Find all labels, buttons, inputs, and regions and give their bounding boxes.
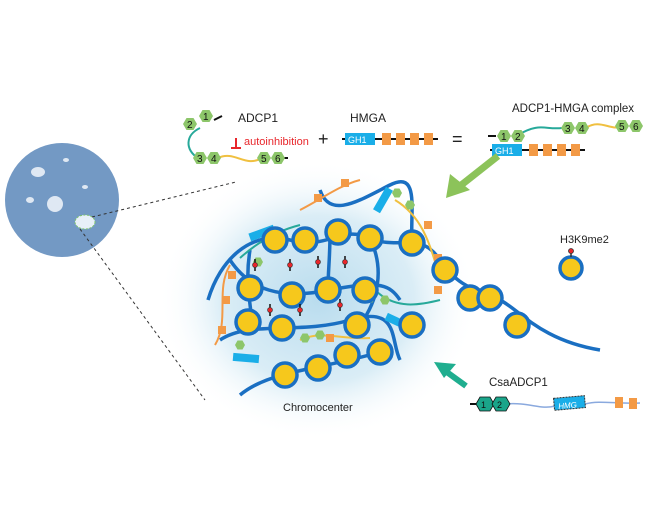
adcp-domain [257,152,271,164]
csa-domain-2: 2 [497,400,502,410]
gh1-box [232,352,260,364]
adcp-domain-hex [315,330,325,340]
domain-number: 5 [619,122,625,133]
h3k9me2-label: H3K9me2 [560,234,609,246]
gh1-box [373,186,393,214]
hmga-box [341,179,349,187]
adcp-domain-hex [235,340,245,350]
hmga-box [218,326,226,334]
adcp-domain-hex [392,188,402,198]
domain-number: 1 [203,112,209,123]
plus-sign: + [318,129,329,149]
h3k9me2-mark [297,307,303,313]
hmga-box [326,334,334,342]
nucleosome [431,256,459,284]
equals-sign: = [452,129,463,149]
adcp-domain [271,152,285,164]
csaadcp1-protein [470,395,641,412]
chromocenter-glow [158,160,478,440]
complex-gh1-label: GH1 [495,146,514,156]
nucleosome [324,218,352,246]
csaadcp1-label: CsaADCP1 [489,377,548,389]
nucleosome [503,311,531,339]
nucleosome [398,311,426,339]
adcp-domain [561,122,575,134]
hmga-box [222,296,230,304]
h3k9me2-mark [252,262,258,268]
nucleosome [356,224,384,252]
domain-number: 4 [211,154,217,165]
adcp-domain [497,130,511,142]
domain-number: 3 [197,154,203,165]
hmga-protein [342,133,438,145]
nucleosome [261,226,289,254]
chromocenter-label: Chromocenter [283,402,353,414]
h3k9me2-mark [287,262,293,268]
domain-number: 4 [579,124,585,135]
adcp-domain-hex [380,295,390,305]
adcp-domain [207,152,221,164]
nucleus [5,143,119,257]
nucleosome [236,274,264,302]
domain-number: 6 [275,154,281,165]
adcp-domain [183,118,197,130]
zoom-line-top [91,181,237,218]
chromocenter-highlight [74,214,96,230]
domain-number: 2 [515,132,521,143]
adcp1-label: ADCP1 [238,111,278,125]
adcp-domain-hex [405,200,415,210]
nucleosome [268,314,296,342]
adcp-domain [575,122,589,134]
adcp-domain [511,130,525,142]
nucleosome [234,308,262,336]
nucleosome [314,276,342,304]
nucleosome [304,354,332,382]
adcp-domain [629,120,643,132]
nucleosome [271,361,299,389]
nucleosome [291,226,319,254]
domain-number: 3 [565,124,571,135]
hmga-box [434,254,442,262]
hmga-label: HMGA [350,111,386,125]
h3k9me2-mark [342,259,348,265]
nucleosome [476,284,504,312]
h3k9me2-mark [267,307,273,313]
gh1-label: GH1 [348,135,367,145]
domain-number: 2 [187,120,193,131]
domain-number: 1 [501,132,507,143]
autoinhibition-label: autoinhibition [244,136,309,148]
adcp-domain [199,110,213,122]
adcp-domain [193,152,207,164]
nucleosome [278,281,306,309]
domain-number: 6 [633,122,639,133]
h3k9me2-mark [315,259,321,265]
linker [299,179,361,211]
linker [214,264,231,346]
teal-arrow [434,362,468,389]
hmga-box [424,221,432,229]
nucleosome [366,338,394,366]
h3k9me2-nucleosome [558,248,584,281]
adcp-domain [615,120,629,132]
h3k9me2-mark [337,302,343,308]
green-arrow [446,153,501,198]
linker [374,289,441,306]
domain-number: 5 [261,154,267,165]
hmga-box [434,286,442,294]
csa-domain-1: 1 [481,400,486,410]
hmg-label: HMG [558,400,577,411]
adcp-domain-hex [300,333,310,343]
nucleosome [333,341,361,369]
nucleosomes [234,218,531,389]
nucleosome [398,229,426,257]
nucleosome [343,311,371,339]
complex-label: ADCP1-HMGA complex [512,103,634,115]
hmga-box [228,271,236,279]
nucleosome [351,276,379,304]
hmga-box [314,194,322,202]
